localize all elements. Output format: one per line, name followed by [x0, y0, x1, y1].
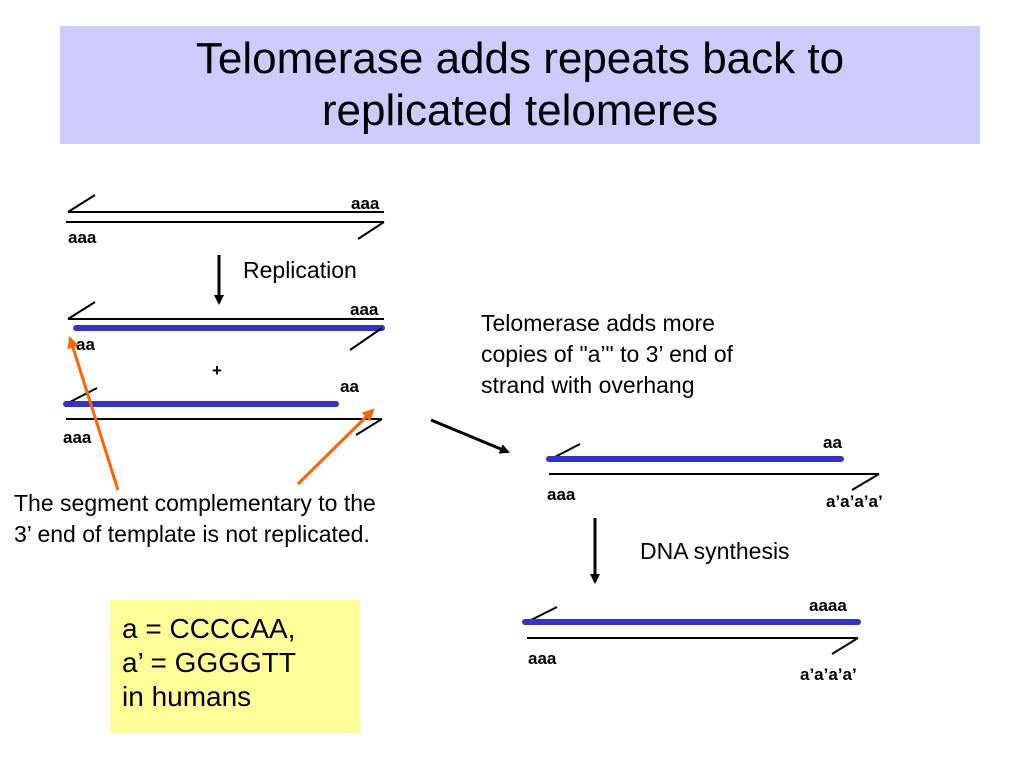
legend-line-1: a = CCCCAA, [122, 613, 296, 644]
telomerase-note: Telomerase adds more copies of "a’" to 3… [481, 308, 733, 401]
telomerase-step-arrow [430, 418, 510, 454]
extended-lower-left-label: aaa [547, 485, 576, 504]
daughter-duplex-1 [67, 301, 385, 351]
daughter-duplex-2 [63, 387, 383, 436]
copy1-upper-label: aaa [350, 300, 379, 319]
segment-note-line-1: The segment complementary to the [14, 490, 376, 516]
copy2-new-tick [67, 387, 98, 404]
extended-lower-right-label: a’a’a’a’ [826, 492, 883, 511]
telomerase-note-line-2: copies of "a’" to 3’ end of [481, 341, 734, 367]
final-duplex [522, 606, 861, 655]
extended-upper-label: aa [823, 433, 842, 452]
slide-title-line-1: Telomerase adds repeats back to [195, 34, 845, 83]
final-template-tick [831, 637, 859, 655]
top-strand-upper-label: aaa [351, 194, 380, 213]
legend-line-3: in humans [122, 681, 252, 712]
copy1-new-tick [349, 327, 383, 351]
dna-synthesis-label: DNA synthesis [640, 538, 790, 564]
copy2-template-tick [355, 418, 383, 436]
segment-note: The segment complementary to the 3’ end … [14, 488, 376, 550]
copy1-template-tick [67, 301, 96, 320]
segment-pointer-arrow-left [67, 336, 120, 491]
legend-box: a = CCCCAA, a’ = GGGGTT in humans [110, 600, 360, 733]
segment-note-line-2: 3’ end of template is not replicated. [14, 521, 370, 547]
final-lower-right-label: a’a’a’a’ [800, 665, 857, 684]
final-lower-left-label: aaa [528, 649, 557, 668]
telomerase-note-line-3: strand with overhang [481, 372, 695, 398]
copy1-lower-label: aa [76, 335, 95, 354]
extended-duplex [546, 443, 880, 491]
title-box: Telomerase adds repeats back to replicat… [60, 26, 980, 144]
copy2-upper-label: aa [340, 377, 359, 396]
plus-label: + [212, 361, 222, 380]
original-lower-tick [357, 221, 385, 240]
legend-line-2: a’ = GGGGTT [122, 647, 296, 678]
extended-template-tick [851, 473, 880, 491]
telomerase-note-line-1: Telomerase adds more [481, 310, 715, 336]
copy2-lower-label: aaa [63, 428, 92, 447]
original-duplex [66, 194, 385, 240]
top-strand-lower-label: aaa [68, 228, 97, 247]
slide-title-line-2: replicated telomeres [321, 86, 719, 135]
replication-label: Replication [243, 257, 357, 283]
final-upper-label: aaaa [809, 596, 847, 615]
original-upper-tick [67, 194, 96, 213]
segment-pointer-arrow-right [296, 408, 375, 486]
